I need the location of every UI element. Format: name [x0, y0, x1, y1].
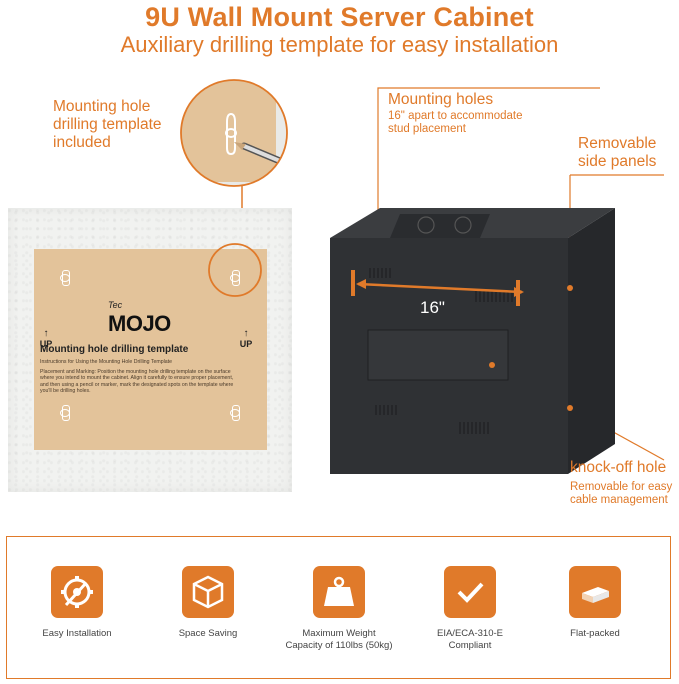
- features-panel: [6, 536, 671, 679]
- template-slot-icon: [230, 270, 240, 286]
- feature-label: EIA/ECA-310-E Compliant: [437, 628, 503, 651]
- brand-small: Tec: [108, 300, 123, 310]
- weight-icon: [313, 566, 365, 618]
- feature-label: Space Saving: [178, 628, 238, 639]
- feature-label: Flat-packed: [570, 628, 620, 639]
- template-slot-icon: [230, 405, 240, 421]
- arrow-up-icon: ↑: [43, 328, 49, 339]
- feature-flat-packed: Flat-packed: [540, 566, 650, 640]
- page-title: 9U Wall Mount Server Cabinet: [145, 2, 534, 32]
- mounting-holes-title: Mounting holes: [388, 91, 494, 108]
- template-heading: Mounting hole drilling template: [40, 344, 189, 355]
- arrow-up-icon: ↑: [243, 328, 249, 339]
- up-marker: ↑ UP: [236, 328, 256, 349]
- template-subheading: Instructions for Using the Mounting Hole…: [40, 359, 172, 365]
- knockoff-note: Removable for easy cable management: [570, 481, 673, 506]
- feature-space-saving: Space Saving: [153, 566, 263, 640]
- zoom-circle: [208, 243, 262, 297]
- feature-easy-installation: Easy Installation: [22, 566, 132, 640]
- template-instructions: Placement and Marking: Position the moun…: [40, 369, 234, 395]
- template-slot-icon: [60, 270, 70, 286]
- template-slot-icon: [60, 405, 70, 421]
- measure-label: 16": [420, 298, 445, 317]
- checkmark-icon: [444, 566, 496, 618]
- side-panels-callout: Removable side panels: [578, 135, 657, 170]
- template-callout: Mounting hole drilling template included: [53, 98, 162, 151]
- feature-max-weight: Maximum Weight Capacity of 110lbs (50kg): [284, 566, 394, 651]
- cube-icon: [182, 566, 234, 618]
- page-subtitle: Auxiliary drilling template for easy ins…: [120, 32, 559, 57]
- up-marker: ↑ UP: [36, 328, 56, 349]
- knockoff-title: knock-off hole: [570, 459, 667, 476]
- mounting-holes-note: 16" apart to accommodate stud placement: [388, 110, 523, 135]
- feature-label: Easy Installation: [42, 628, 112, 639]
- feature-compliant: EIA/ECA-310-E Compliant: [415, 566, 525, 651]
- feature-label: Maximum Weight Capacity of 110lbs (50kg): [285, 628, 393, 651]
- gear-wrench-icon: [51, 566, 103, 618]
- drilling-template: [34, 249, 267, 450]
- brand-logo: MOJO: [108, 311, 171, 336]
- box-icon: [569, 566, 621, 618]
- cabinet-illustration: [330, 87, 665, 474]
- magnifier-callout: [180, 79, 288, 270]
